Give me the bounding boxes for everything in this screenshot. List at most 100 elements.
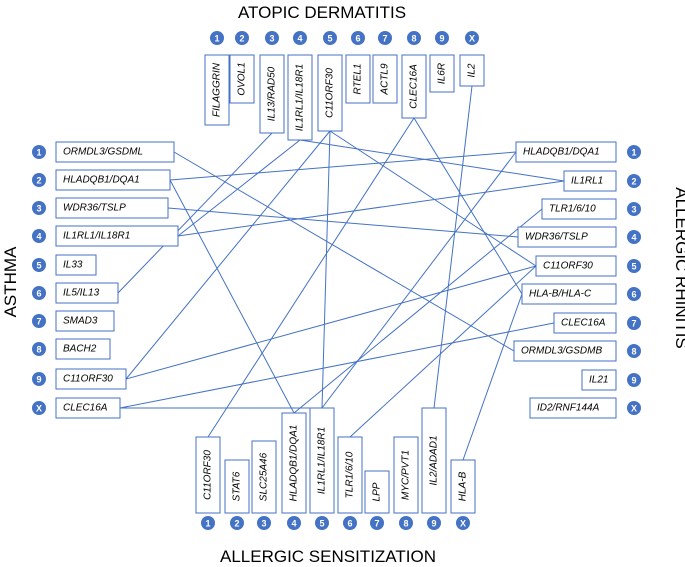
gene-box-frame	[251, 440, 277, 514]
connection-line	[117, 132, 273, 294]
connection-line	[177, 139, 301, 237]
connection-line	[329, 130, 537, 267]
badge-number: 8	[403, 519, 408, 529]
badge-circle	[32, 145, 46, 159]
connection-line	[299, 139, 565, 182]
gene-box-frame	[563, 170, 617, 192]
connection-line	[125, 265, 537, 380]
badge-number: 5	[327, 34, 332, 44]
connection-line	[169, 151, 517, 181]
index-badge-left-7: 7	[32, 314, 46, 328]
gene-box-frame	[421, 407, 447, 514]
gene-box-frame	[513, 340, 617, 362]
gene-box-allergic-sensitization-slc25a46: SLC25A46	[251, 440, 277, 514]
gene-box-atopic-dermatitis-il6r: IL6R	[429, 54, 455, 93]
index-badge-left-x: X	[32, 401, 46, 415]
gene-label: OVOL1	[237, 62, 248, 95]
connection-line	[173, 151, 515, 352]
index-badge-top-1: 1	[210, 31, 224, 45]
badge-circle	[456, 516, 470, 530]
index-badge-right-6: 6	[627, 287, 641, 301]
index-badge-bottom-6: 6	[343, 516, 357, 530]
badge-circle	[235, 31, 249, 45]
badge-number: 9	[439, 34, 444, 44]
gene-box-allergic-rhinitis-tlr1-6-10: TLR1/6/10	[541, 198, 617, 220]
badge-number: 6	[631, 290, 636, 300]
gene-label: CLEC16A	[63, 403, 108, 414]
index-badge-top-9: 9	[435, 31, 449, 45]
gene-label: WDR36/TSLP	[525, 232, 588, 243]
gene-box-frame	[229, 54, 255, 104]
badge-number: 1	[36, 148, 41, 158]
badge-number: 2	[234, 519, 239, 529]
connection-line	[349, 265, 537, 438]
badge-circle	[257, 516, 271, 530]
gene-box-allergic-sensitization-hla-b: HLA-B	[450, 459, 476, 514]
gene-box-frame	[55, 141, 175, 163]
connection-lines	[117, 85, 565, 461]
badge-circle	[210, 31, 224, 45]
badge-circle	[627, 287, 641, 301]
gene-label: WDR36/TSLP	[63, 203, 126, 214]
index-badge-top-4: 4	[293, 31, 307, 45]
connection-line	[177, 180, 565, 237]
title-allergic-rhinitis: ALLERGIC RHINITIS	[672, 187, 685, 349]
badge-number: 5	[319, 519, 324, 529]
badge-number: 7	[36, 317, 41, 327]
gene-box-allergic-rhinitis-wdr36-tslp: WDR36/TSLP	[517, 226, 617, 248]
gene-box-asthma-il33: IL33	[55, 254, 97, 276]
gene-label: CLEC16A	[561, 318, 606, 329]
gene-label: LPP	[372, 482, 383, 501]
index-badge-bottom-4: 4	[287, 516, 301, 530]
gene-box-frame	[55, 338, 111, 360]
gene-box-allergic-sensitization-hladqb1-dqa1: HLADQB1/DQA1	[281, 412, 307, 514]
gene-box-allergic-rhinitis-c11orf30: C11ORF30	[535, 255, 617, 277]
index-badge-right-2: 2	[627, 174, 641, 188]
badge-circle	[323, 31, 337, 45]
connection-line	[321, 151, 517, 409]
index-badge-left-3: 3	[32, 201, 46, 215]
badge-circle	[427, 516, 441, 530]
gene-label: MYC/PVT1	[401, 450, 412, 500]
badge-number: 1	[214, 34, 219, 44]
badge-circle	[32, 229, 46, 243]
badge-circle	[32, 258, 46, 272]
index-badge-right-x: X	[627, 401, 641, 415]
gene-box-atopic-dermatitis-ovol1: OVOL1	[229, 54, 255, 104]
badge-circle	[627, 145, 641, 159]
gene-box-allergic-sensitization-c11orf30: C11ORF30	[195, 436, 221, 514]
gene-label: SMAD3	[63, 316, 98, 327]
connection-line	[119, 322, 555, 409]
badge-circle	[32, 372, 46, 386]
index-badge-bottom-x: X	[456, 516, 470, 530]
badge-number: 2	[239, 34, 244, 44]
index-badge-top-5: 5	[323, 31, 337, 45]
gene-box-frame	[529, 397, 617, 419]
gene-box-atopic-dermatitis-rtel1: RTEL1	[345, 54, 371, 104]
gene-label: C11ORF30	[325, 68, 336, 118]
gene-label: IL2	[467, 63, 478, 77]
gene-box-frame	[287, 54, 313, 141]
gene-box-asthma-hladqb1-dqa1: HLADQB1/DQA1	[55, 169, 171, 191]
index-badge-right-3: 3	[627, 202, 641, 216]
gene-box-atopic-dermatitis-c11orf30: C11ORF30	[317, 54, 343, 132]
gene-box-asthma-il5-il13: IL5/IL13	[55, 282, 119, 304]
connection-line	[321, 130, 331, 409]
gene-box-atopic-dermatitis-filaggrin: FILAGGRIN	[204, 54, 230, 126]
gene-label: IL21	[589, 375, 608, 386]
gene-label: STAT6	[232, 471, 243, 501]
gene-box-frame	[55, 225, 179, 247]
gene-label: HLA-B/HLA-C	[529, 289, 592, 300]
connection-line	[293, 208, 543, 414]
index-badge-bottom-7: 7	[370, 516, 384, 530]
badge-circle	[627, 401, 641, 415]
gene-box-allergic-rhinitis-hladqb1-dqa1: HLADQB1/DQA1	[515, 141, 617, 163]
badge-circle	[627, 373, 641, 387]
gene-box-frame	[535, 255, 617, 277]
gene-label: IL1RL1/IL18R1	[295, 64, 306, 131]
gene-box-asthma-c11orf30: C11ORF30	[55, 368, 127, 390]
gene-box-allergic-sensitization-il1rl1-il18r1: IL1RL1/IL18R1	[309, 407, 335, 514]
gene-box-frame	[337, 436, 363, 514]
index-badge-top-7: 7	[378, 31, 392, 45]
gene-box-asthma-il1rl1-il18r1: IL1RL1/IL18R1	[55, 225, 179, 247]
